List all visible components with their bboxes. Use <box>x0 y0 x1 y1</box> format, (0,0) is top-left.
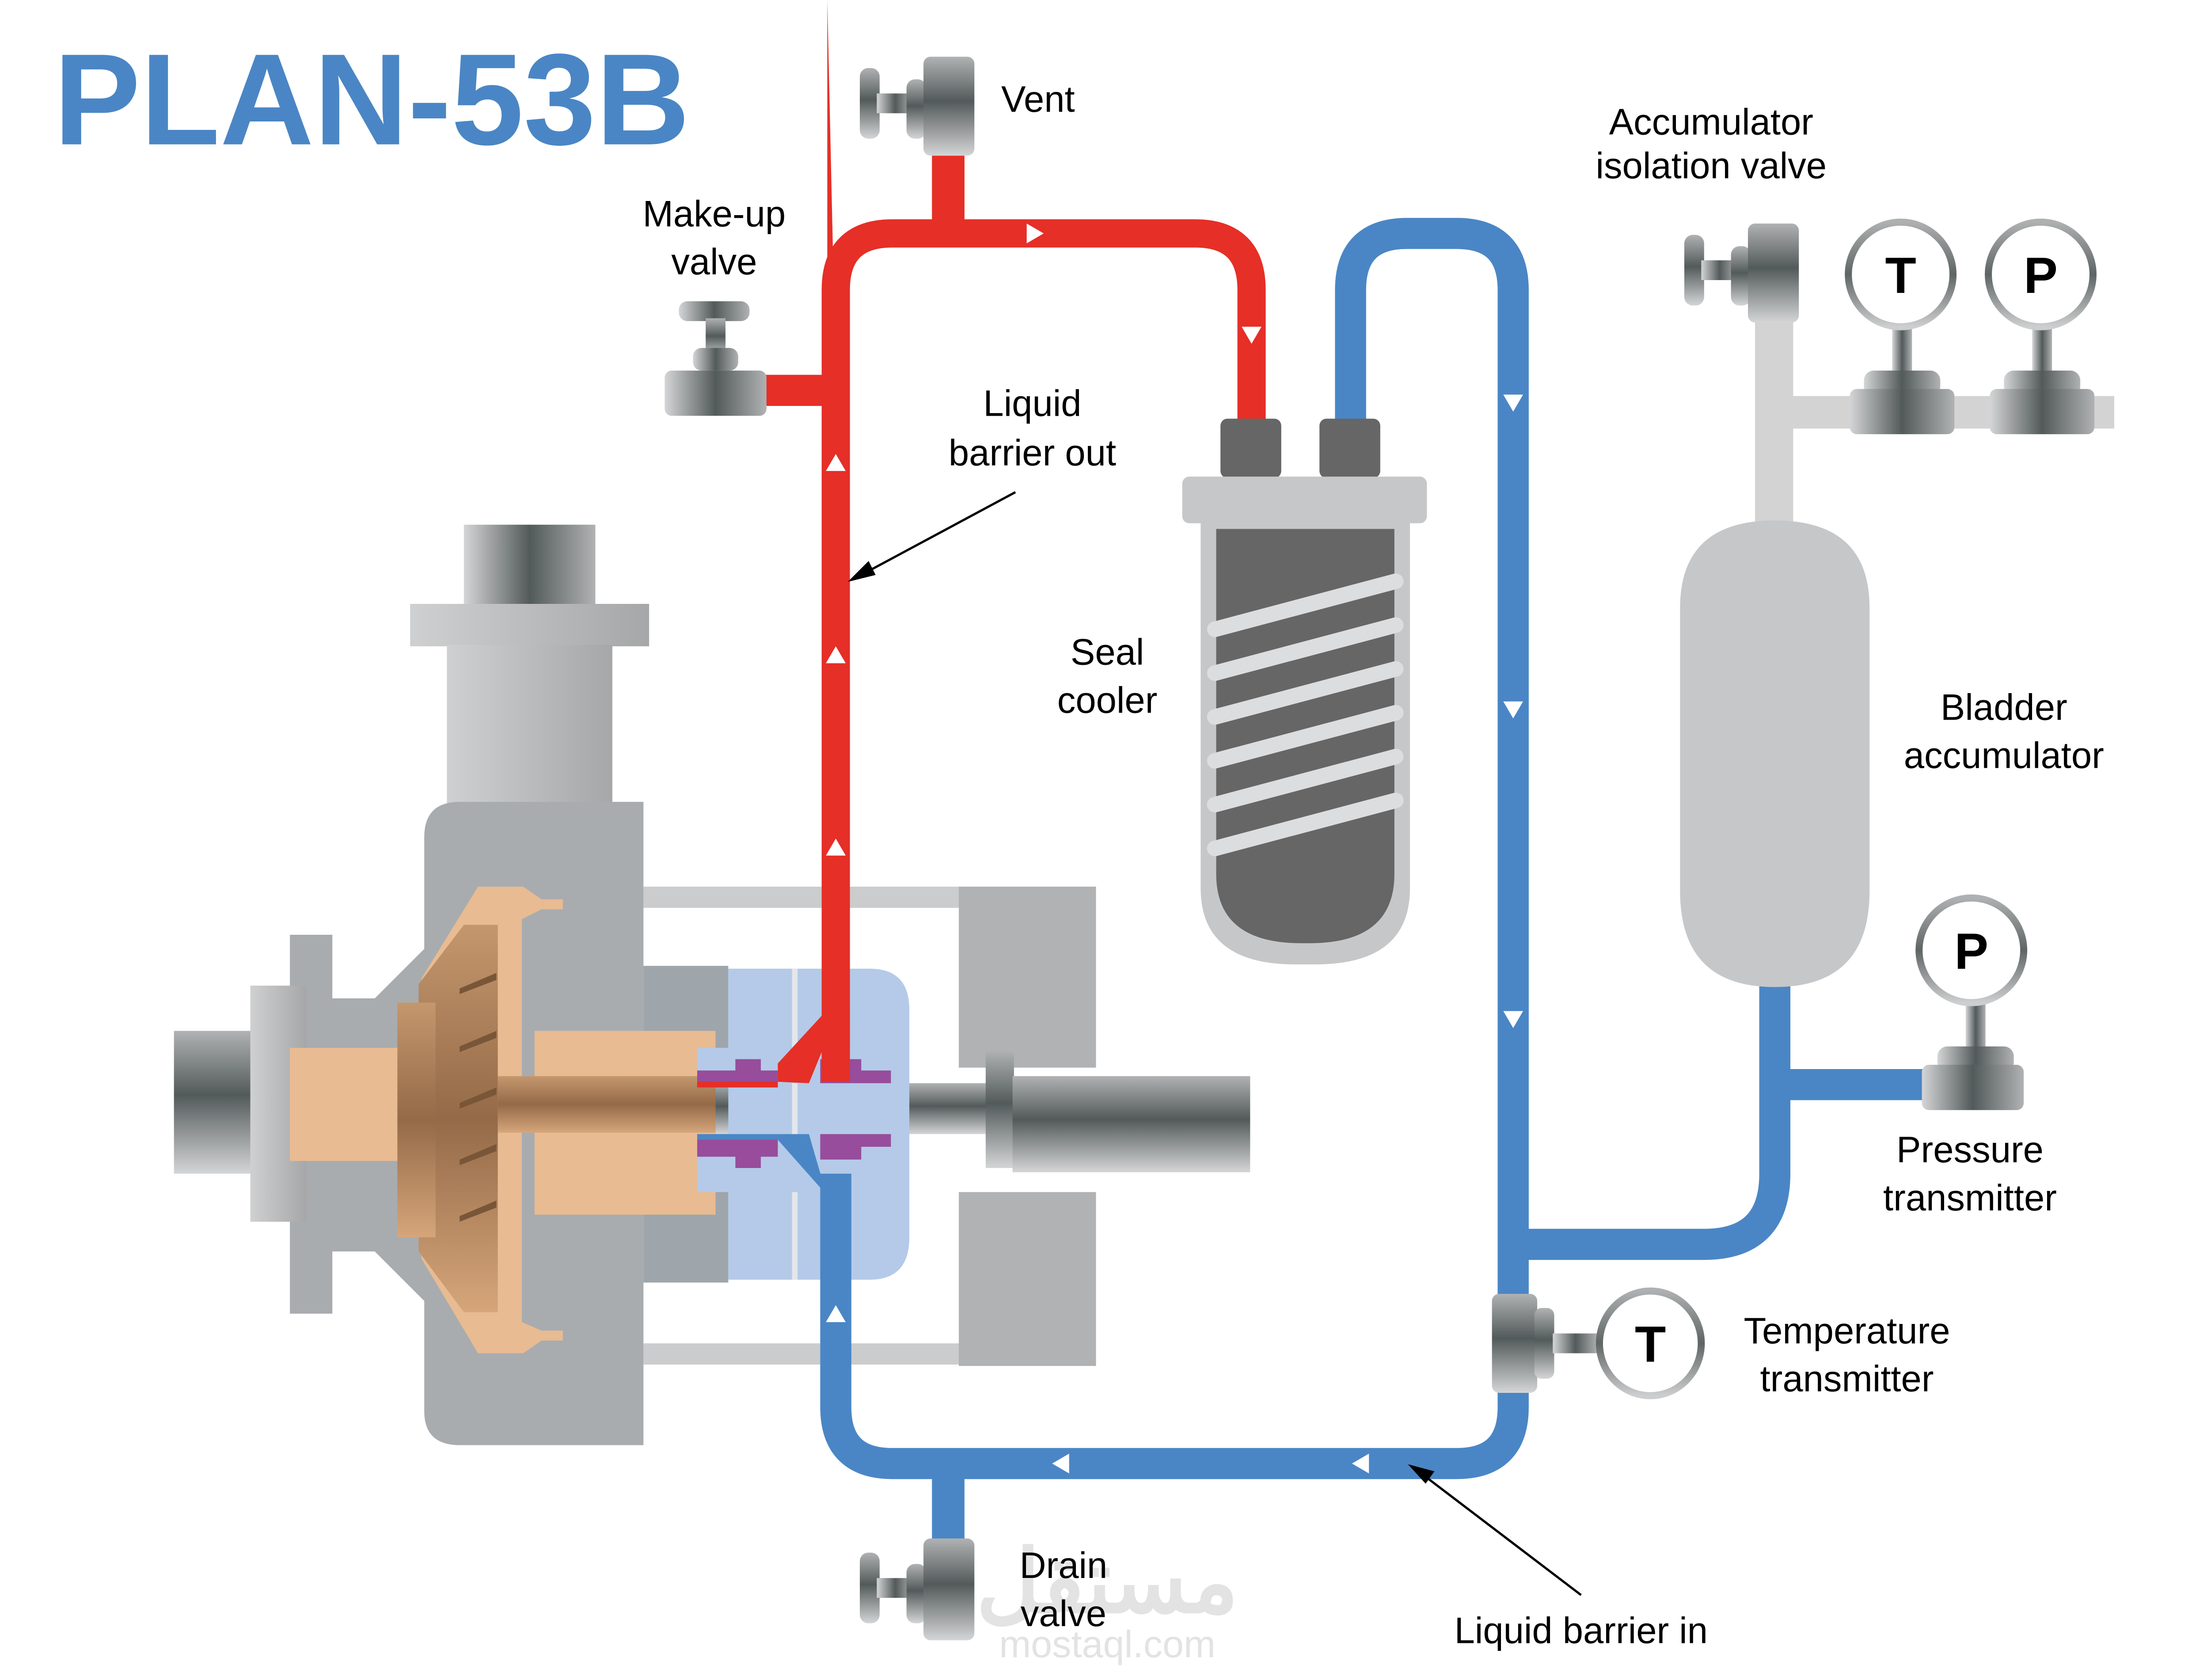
pump <box>174 524 1250 1445</box>
cooler-cap <box>1182 476 1427 523</box>
bearing-bracket-bottom <box>959 1192 1096 1366</box>
makeup-valve[interactable] <box>665 301 767 416</box>
accumulator-temperature-gauge: T <box>1845 218 1957 434</box>
makeup-valve-label-1: Make-up <box>642 193 786 234</box>
pressure-gauge-icon <box>1985 218 2097 330</box>
leader-lines <box>847 491 1582 1596</box>
vent-branch <box>932 155 965 227</box>
cooler-inlet-port <box>1220 418 1281 478</box>
bearing-bracket-top <box>959 887 1096 1068</box>
svg-text:P: P <box>1954 923 1988 980</box>
vent-label: Vent <box>1001 79 1075 120</box>
vent-valve[interactable] <box>859 57 975 156</box>
impeller <box>418 925 498 1312</box>
cooler-outlet-port <box>1319 418 1380 478</box>
discharge-flange <box>410 603 650 647</box>
seal-chamber-divider <box>792 968 798 1280</box>
flow-arrows-cold <box>826 394 1523 1474</box>
arrowhead-icon <box>847 561 876 582</box>
temperature-transmitter-label-2: transmitter <box>1760 1358 1934 1399</box>
accumulator-label-2: accumulator <box>1904 735 2104 776</box>
drain-valve-body <box>923 1538 975 1641</box>
page-title: PLAN-53B <box>54 27 690 172</box>
barrier-out-leader <box>862 491 1016 576</box>
discharge-neck <box>447 645 612 804</box>
isolation-valve-label-2: isolation valve <box>1596 145 1827 186</box>
svg-text:P: P <box>2024 247 2058 304</box>
barrier-out-label-2: barrier out <box>949 432 1116 473</box>
drain-valve[interactable] <box>859 1538 975 1641</box>
isolation-valve-label-1: Accumulator <box>1609 101 1813 142</box>
shaft-collar <box>985 1050 1014 1168</box>
seal-chamber-housing <box>728 968 910 1280</box>
accumulator-label-1: Bladder <box>1941 686 2067 728</box>
svg-text:T: T <box>1885 247 1916 304</box>
cooler-coil <box>1207 573 1404 857</box>
drain-valve-label-2: valve <box>1021 1593 1106 1634</box>
pressure-transmitter-icon <box>1915 894 2028 1006</box>
impeller-hub <box>397 1002 436 1237</box>
seal-cooler <box>1182 418 1427 965</box>
barrier-in-leader <box>1421 1472 1582 1596</box>
accumulator-pressure-gauge: P <box>1985 218 2097 434</box>
hot-barrier-line <box>764 155 1266 1082</box>
accumulator-isolation-valve[interactable] <box>1684 224 1799 323</box>
drain-branch <box>932 1470 965 1542</box>
svg-text:mostaql.com: mostaql.com <box>999 1623 1216 1665</box>
arrowhead-icon <box>1408 1464 1435 1484</box>
accumulator-supply-pipe <box>1513 975 1791 1260</box>
temperature-transmitter-icon <box>1596 1287 1705 1399</box>
temperature-gauge-icon <box>1845 218 1957 330</box>
barrier-out-label-1: Liquid <box>983 383 1081 424</box>
flow-arrows-hot <box>826 224 1261 856</box>
drain-valve-label-1: Drain <box>1019 1545 1107 1586</box>
svg-text:T: T <box>1635 1316 1666 1373</box>
makeup-valve-label-2: valve <box>671 241 757 282</box>
svg-text:مستقل: مستقل <box>976 1533 1238 1631</box>
vent-valve-body <box>923 57 975 156</box>
seal-cooler-label-1: Seal <box>1071 632 1144 673</box>
cold-barrier-line <box>820 218 1930 1542</box>
impeller-vanes <box>460 973 497 1222</box>
discharge-nozzle <box>463 524 596 606</box>
pressure-transmitter-label-2: transmitter <box>1883 1177 2057 1218</box>
seal-cooler-label-2: cooler <box>1057 679 1158 721</box>
pressure-transmitter: P <box>1915 894 2028 1110</box>
pressure-transmitter-branch <box>1774 1069 1930 1100</box>
shaft-wet-end <box>498 1076 718 1133</box>
accumulator-vessel <box>1680 520 1870 987</box>
barrier-in-pipe <box>820 218 1529 1479</box>
watermark: مستقل mostaql.com <box>976 1533 1238 1665</box>
isolation-valve-body <box>1748 224 1799 323</box>
makeup-branch <box>764 375 835 406</box>
makeup-valve-body <box>665 370 767 416</box>
temperature-transmitter: T <box>1492 1287 1705 1399</box>
pressure-transmitter-label-1: Pressure <box>1896 1129 2044 1170</box>
shaft-coupling-end <box>1012 1076 1250 1172</box>
barrier-in-label: Liquid barrier in <box>1455 1610 1708 1651</box>
temperature-transmitter-label-1: Temperature <box>1744 1310 1950 1351</box>
